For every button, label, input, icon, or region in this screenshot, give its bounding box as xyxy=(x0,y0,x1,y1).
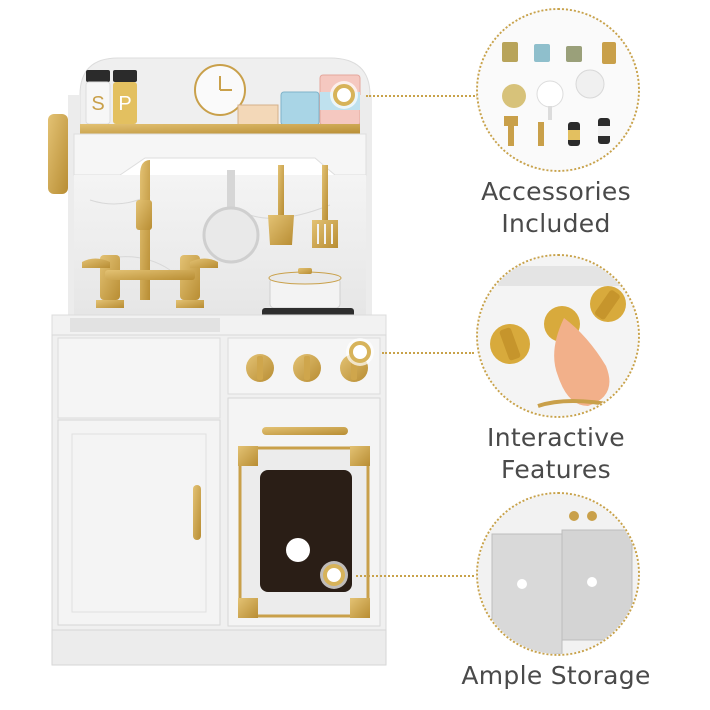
accessories-closeup xyxy=(476,8,640,172)
sink-front-panel xyxy=(57,337,221,419)
feature-interactive-line2: Features xyxy=(501,455,611,484)
feature-label-storage: Ample Storage xyxy=(436,660,676,692)
sink-faucet xyxy=(82,160,218,308)
feature-storage-line1: Ample Storage xyxy=(461,661,651,690)
pepper-letter: P xyxy=(118,93,131,115)
hanging-slotted-turner xyxy=(312,165,338,248)
top-shelf xyxy=(72,124,368,134)
cabinet-base xyxy=(51,629,387,666)
salt-letter: S xyxy=(91,93,104,115)
oven-corner-tr xyxy=(350,446,370,466)
oven-corner-tl xyxy=(238,446,258,466)
salt-shaker: S xyxy=(85,70,111,125)
hotspot-accessories[interactable] xyxy=(333,84,355,106)
sink-basin xyxy=(70,318,220,332)
hanging-spatula xyxy=(268,165,294,245)
oven-light xyxy=(286,538,310,562)
storage-closeup xyxy=(476,492,640,656)
feature-interactive-line1: Interactive xyxy=(487,423,625,452)
oven-corner-bl xyxy=(238,598,258,618)
can-blue xyxy=(280,91,320,126)
oven-window xyxy=(260,470,352,592)
hanging-frying-pan xyxy=(202,170,260,264)
feature-label-interactive: Interactive Features xyxy=(440,422,672,486)
feature-label-accessories: Accessories Included xyxy=(440,176,672,240)
oven-corner-br xyxy=(350,598,370,618)
hotspot-storage[interactable] xyxy=(323,564,345,586)
interactive-closeup xyxy=(476,254,640,418)
food-box xyxy=(237,104,279,126)
feature-accessories-line1: Accessories xyxy=(481,177,631,206)
feature-accessories-line2: Included xyxy=(501,209,611,238)
toy-kitchen-illustration: S P xyxy=(48,57,387,666)
connector-accessories xyxy=(366,95,478,97)
cooking-pot xyxy=(268,268,342,309)
side-oven-mitt xyxy=(48,114,68,194)
door-handle xyxy=(193,485,201,540)
oven-handle xyxy=(262,427,348,435)
pepper-shaker: P xyxy=(113,70,137,124)
connector-interactive xyxy=(382,352,474,354)
stove-knob-1 xyxy=(246,354,274,382)
connector-storage xyxy=(356,575,478,577)
hotspot-interactive[interactable] xyxy=(349,341,371,363)
stove-knob-2 xyxy=(293,354,321,382)
